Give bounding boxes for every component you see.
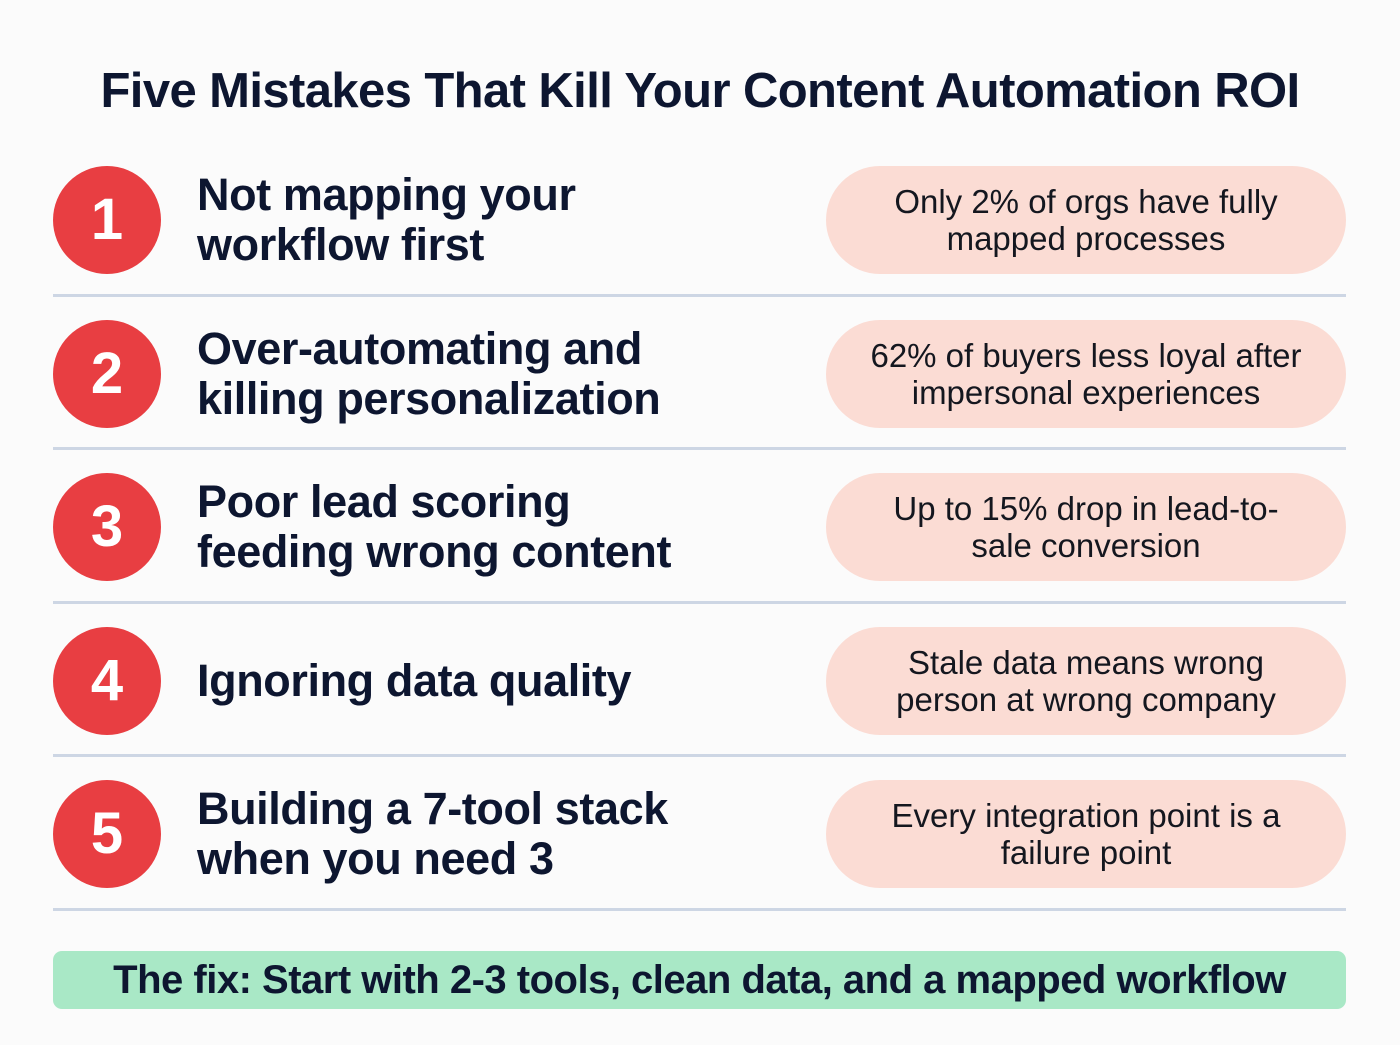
mistake-row-2: 2 Over-automating and killing personaliz… [53, 297, 1346, 450]
stat-pill: Up to 15% drop in lead-to-sale conversio… [826, 473, 1346, 581]
page-title: Five Mistakes That Kill Your Content Aut… [100, 64, 1300, 118]
number-badge: 1 [53, 166, 161, 274]
stat-pill: 62% of buyers less loyal after impersona… [826, 319, 1346, 428]
mistake-title: Poor lead scoring feeding wrong content [197, 476, 672, 577]
mistakes-list: 1 Not mapping your workflow first Only 2… [53, 143, 1346, 911]
mistake-title: Ignoring data quality [197, 654, 632, 706]
stat-pill: Only 2% of orgs have fully mapped proces… [826, 166, 1346, 274]
mistake-row-3: 3 Poor lead scoring feeding wrong conten… [53, 450, 1346, 604]
number-badge: 4 [53, 626, 161, 735]
stat-pill: Stale data means wrong person at wrong c… [826, 626, 1346, 735]
number-badge: 5 [53, 780, 161, 888]
fix-banner: The fix: Start with 2-3 tools, clean dat… [53, 951, 1346, 1009]
number-badge: 2 [53, 319, 161, 428]
mistake-title: Building a 7-tool stack when you need 3 [197, 783, 668, 884]
mistake-title: Over-automating and killing personalizat… [197, 322, 661, 424]
mistake-row-5: 5 Building a 7-tool stack when you need … [53, 757, 1346, 911]
number-badge: 3 [53, 473, 161, 581]
mistake-row-4: 4 Ignoring data quality Stale data means… [53, 604, 1346, 757]
mistake-row-1: 1 Not mapping your workflow first Only 2… [53, 143, 1346, 297]
stat-pill: Every integration point is a failure poi… [826, 780, 1346, 888]
mistake-title: Not mapping your workflow first [197, 169, 576, 270]
